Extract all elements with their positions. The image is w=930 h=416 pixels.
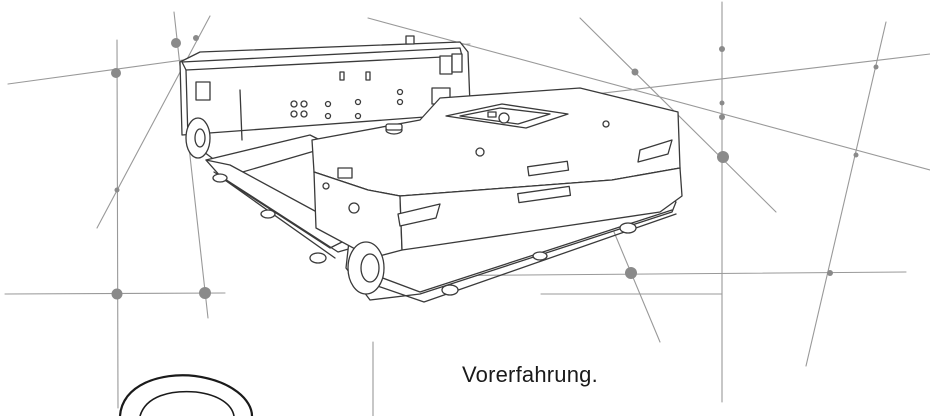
logo-ring-fragment [118,374,254,416]
rear-robot-body [179,35,471,159]
front-robot-body [311,87,683,295]
robot-vehicle-drawing [179,35,683,303]
logo-ring-fragment-inner [139,390,235,416]
caption-text: Vorerfahrung. [462,362,598,387]
network-nodes [111,35,879,300]
